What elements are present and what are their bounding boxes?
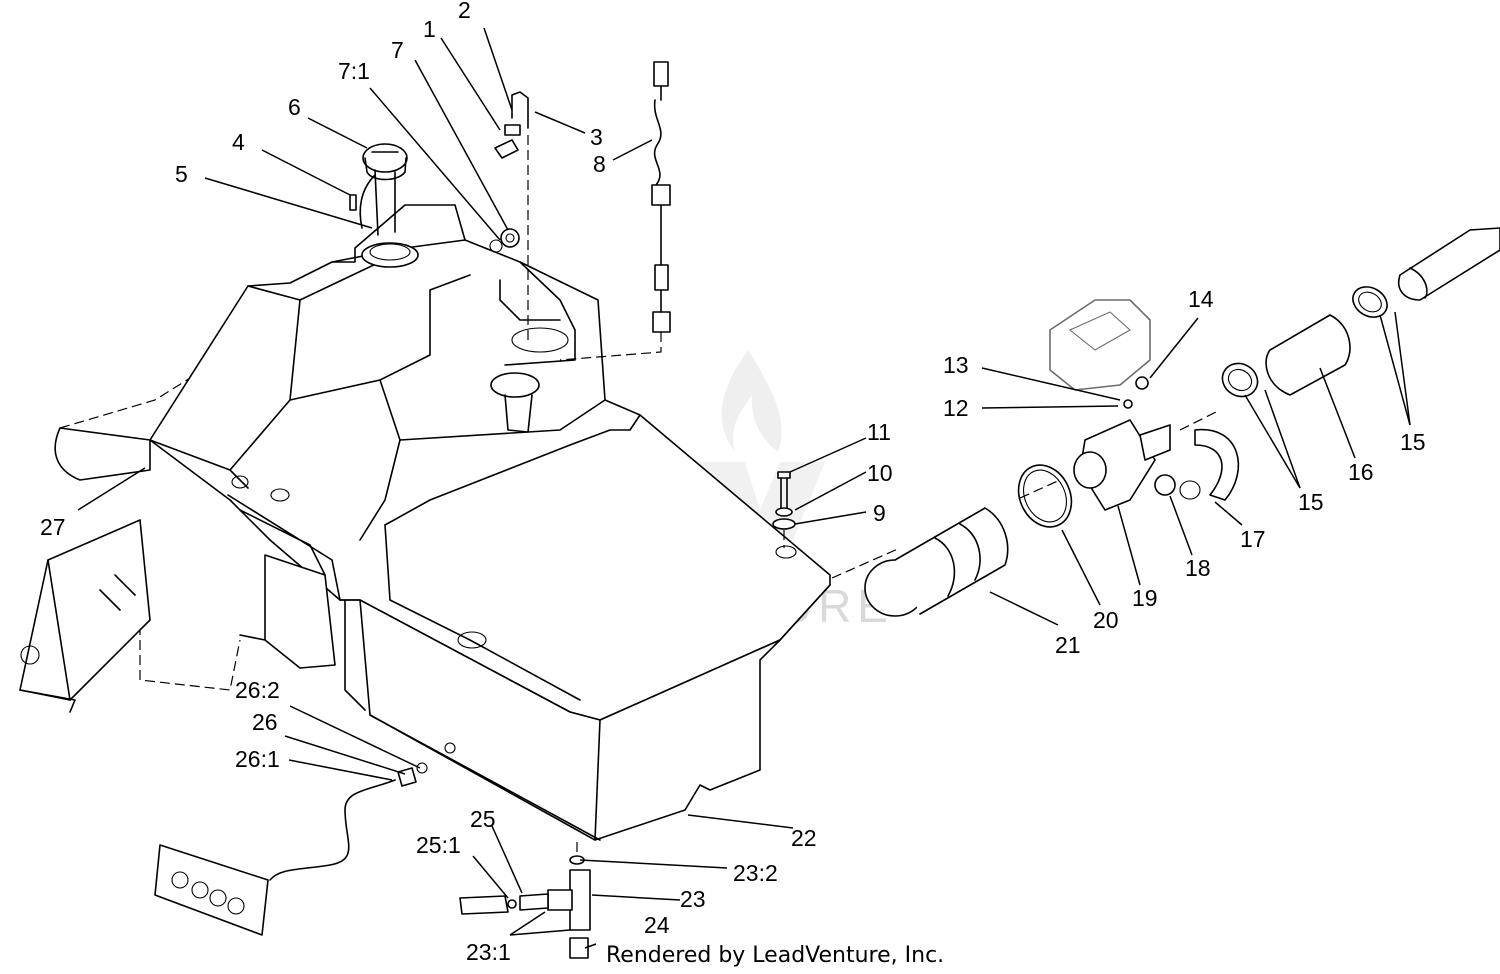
callout-1: 1: [423, 16, 436, 42]
callout-13: 13: [943, 352, 969, 378]
callout-8: 8: [593, 151, 606, 177]
callout-2: 2: [458, 0, 471, 23]
callout-20: 20: [1093, 607, 1119, 633]
callout-26-1: 26:1: [235, 746, 280, 772]
callout-25: 25: [470, 806, 496, 832]
callout-18: 18: [1185, 555, 1211, 581]
credit-text: Rendered by LeadVenture, Inc.: [606, 943, 944, 968]
mount-bolt: [772, 471, 796, 548]
callout-23-2: 23:2: [733, 860, 778, 886]
callout-10: 10: [867, 460, 893, 486]
callout-9: 9: [873, 500, 886, 526]
callout-23: 23: [680, 886, 706, 912]
vent-assembly: [494, 91, 529, 340]
shutoff-valve: [154, 742, 456, 936]
callout-14: 14: [1188, 286, 1214, 312]
callout-24: 24: [644, 912, 670, 938]
callout-17: 17: [1240, 526, 1266, 552]
frame-bracket: [19, 349, 241, 713]
callout-23-1: 23:1: [466, 939, 511, 965]
callout-21: 21: [1055, 632, 1081, 658]
callout-3: 3: [590, 124, 603, 150]
callout-22: 22: [791, 825, 817, 851]
callout-25-1: 25:1: [416, 832, 461, 858]
callout-27: 27: [40, 514, 66, 540]
callout-15a: 15: [1298, 489, 1324, 515]
callout-7-1: 7:1: [338, 58, 370, 84]
callout-15b: 15: [1400, 429, 1426, 455]
filter-assembly: [831, 227, 1500, 617]
callout-6: 6: [288, 94, 301, 120]
callout-26: 26: [252, 709, 278, 735]
fuel-cap: [349, 143, 520, 253]
callout-4: 4: [232, 129, 245, 155]
leader-lines: [77, 27, 1411, 949]
callout-26-2: 26:2: [235, 677, 280, 703]
fuel-tank: [149, 204, 831, 841]
drain-fittings: [459, 842, 591, 959]
callout-labels: 1 2 3 4 5 6 7:1 7 8 9 10 11 12 13 14 15 …: [40, 0, 1426, 965]
fuel-sender: [559, 61, 671, 361]
callout-5: 5: [175, 161, 188, 187]
callout-12: 12: [943, 395, 969, 421]
callout-7: 7: [391, 37, 404, 63]
callout-16: 16: [1348, 459, 1374, 485]
callout-19: 19: [1132, 585, 1158, 611]
callout-11: 11: [867, 419, 891, 445]
